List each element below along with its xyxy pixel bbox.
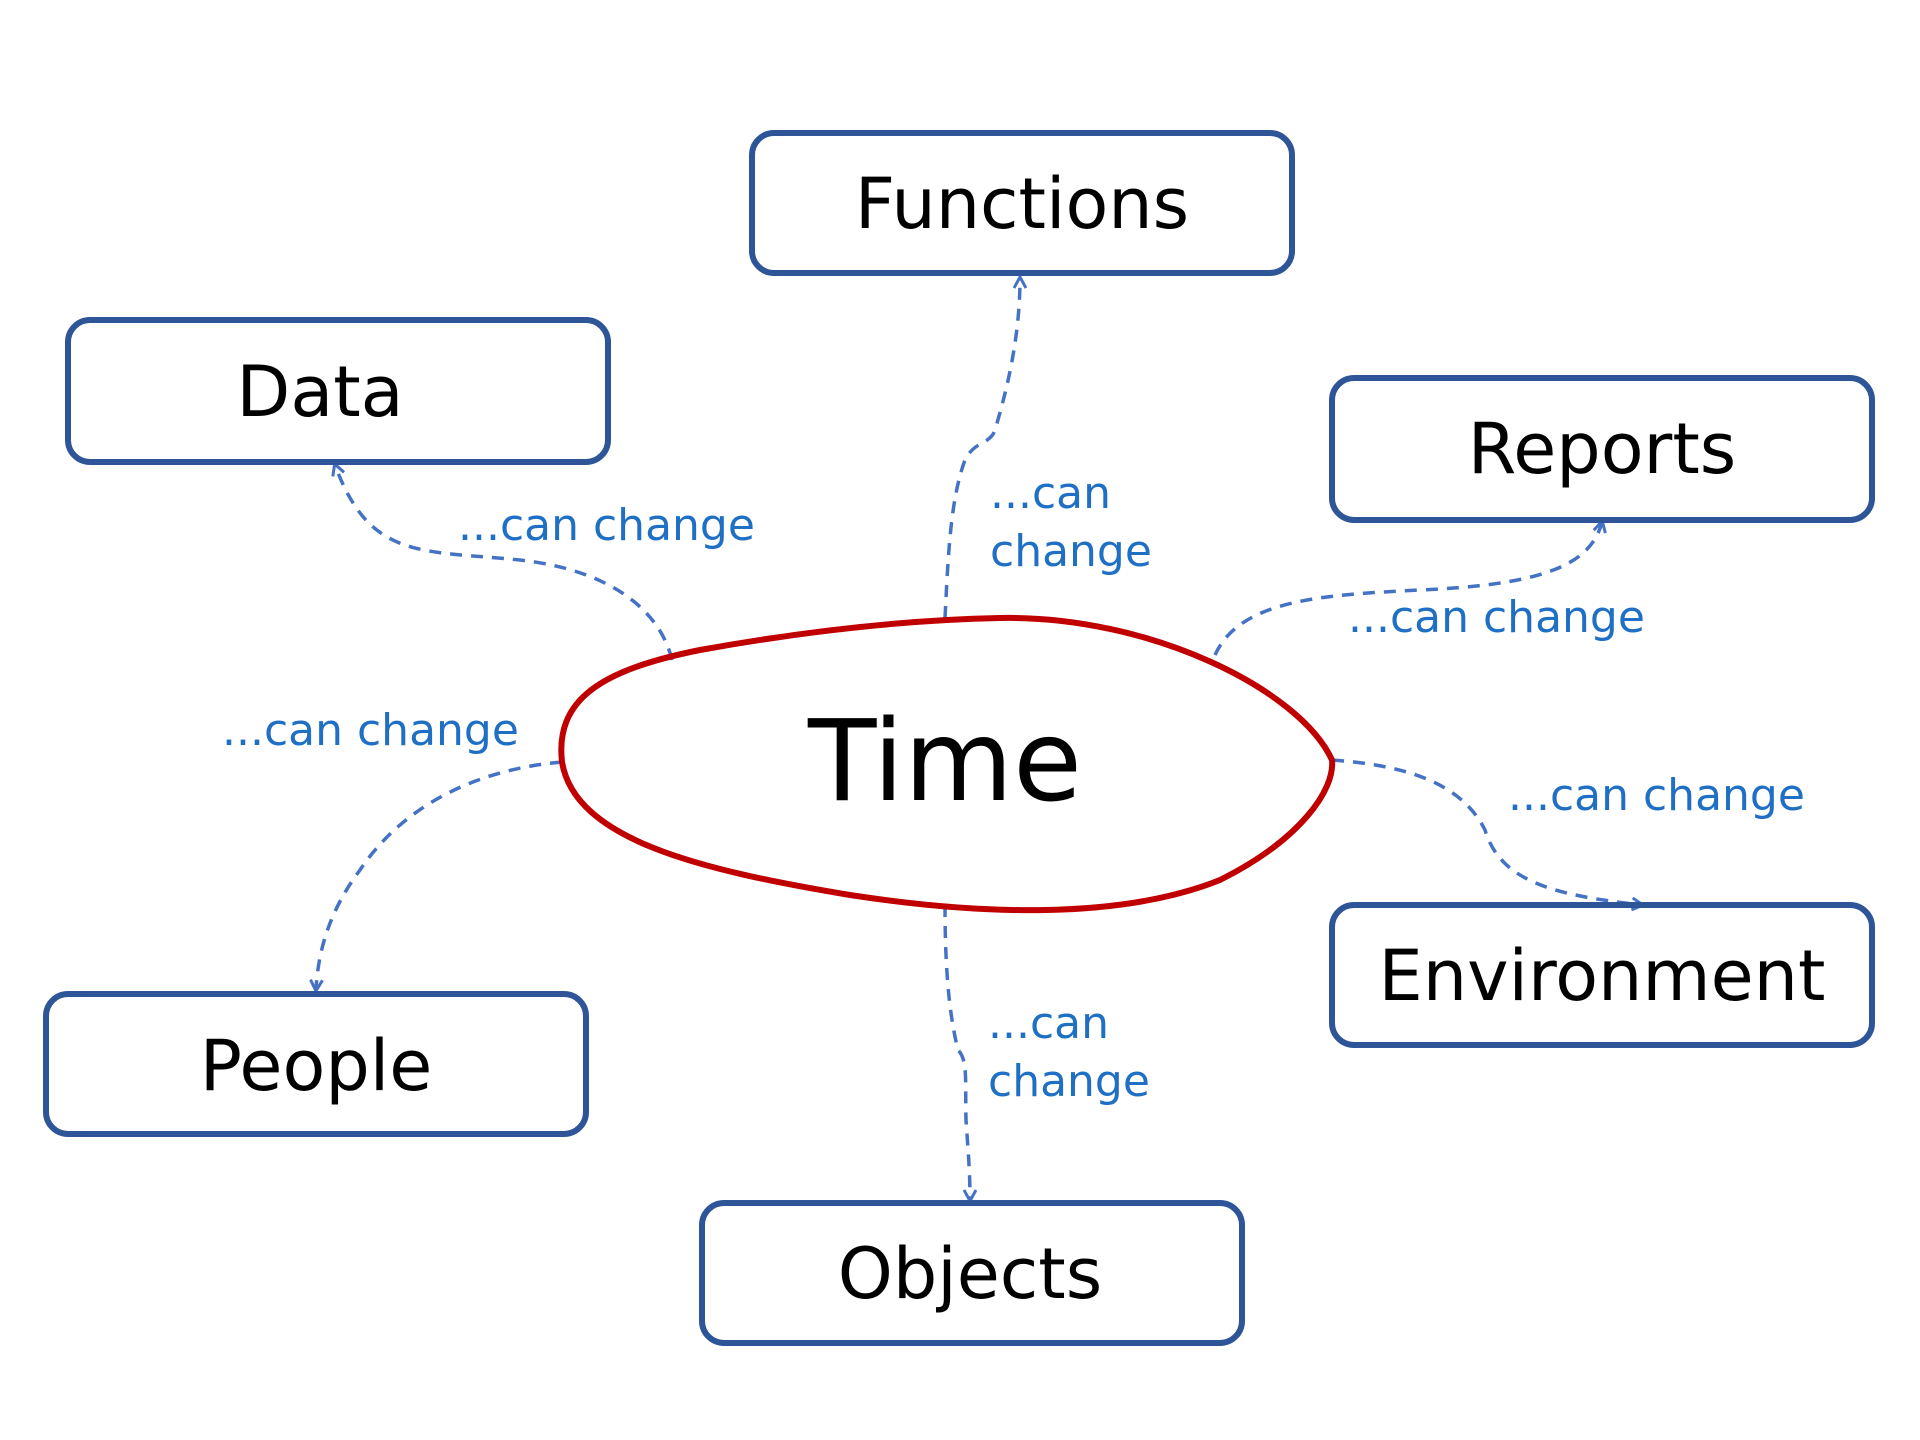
edge-label-functions-line1: ...can <box>990 468 1111 519</box>
arrow-to-people <box>316 760 563 990</box>
connectors <box>316 278 1642 1200</box>
node-environment-box <box>1329 902 1875 1048</box>
node-functions: Functions <box>749 130 1295 276</box>
node-functions-label: Functions <box>855 163 1189 245</box>
node-environment: Environment <box>1329 902 1875 1048</box>
node-environment-label: Environment <box>1379 935 1826 1017</box>
node-reports-label: Reports <box>1468 408 1737 490</box>
edge-labels: ...can change ...can change ...can chang… <box>222 468 1805 1107</box>
node-reports-box <box>1329 375 1875 523</box>
node-data: Data <box>65 317 611 465</box>
edge-label-objects: ...can change <box>988 998 1150 1107</box>
node-data-box <box>65 317 611 465</box>
arrow-to-environment <box>1331 758 1642 905</box>
arrow-to-data <box>335 465 674 661</box>
node-people-box <box>43 991 589 1137</box>
arrow-to-objects <box>943 904 970 1200</box>
edge-label-objects-line1: ...can <box>988 998 1109 1049</box>
edge-label-people: ...can change <box>222 705 519 756</box>
node-reports: Reports <box>1329 375 1875 523</box>
edge-label-objects-line2: change <box>988 1056 1150 1107</box>
node-data-label: Data <box>236 351 403 433</box>
edge-label-functions-line2: change <box>990 526 1152 577</box>
node-functions-box <box>749 130 1295 276</box>
center-ellipse <box>558 614 1336 914</box>
node-objects: Objects <box>699 1200 1245 1346</box>
center-label: Time <box>807 697 1082 827</box>
node-objects-label: Objects <box>838 1233 1102 1315</box>
edge-label-environment: ...can change <box>1508 770 1805 821</box>
node-people-label: People <box>200 1025 433 1107</box>
node-people: People <box>43 991 589 1137</box>
node-objects-box <box>699 1200 1245 1346</box>
edge-label-functions: ...can change <box>990 468 1152 577</box>
center-node: Time <box>558 614 1336 914</box>
edge-label-data: ...can change <box>458 500 755 551</box>
arrow-to-reports <box>1213 522 1602 656</box>
edge-label-reports: ...can change <box>1348 592 1645 643</box>
